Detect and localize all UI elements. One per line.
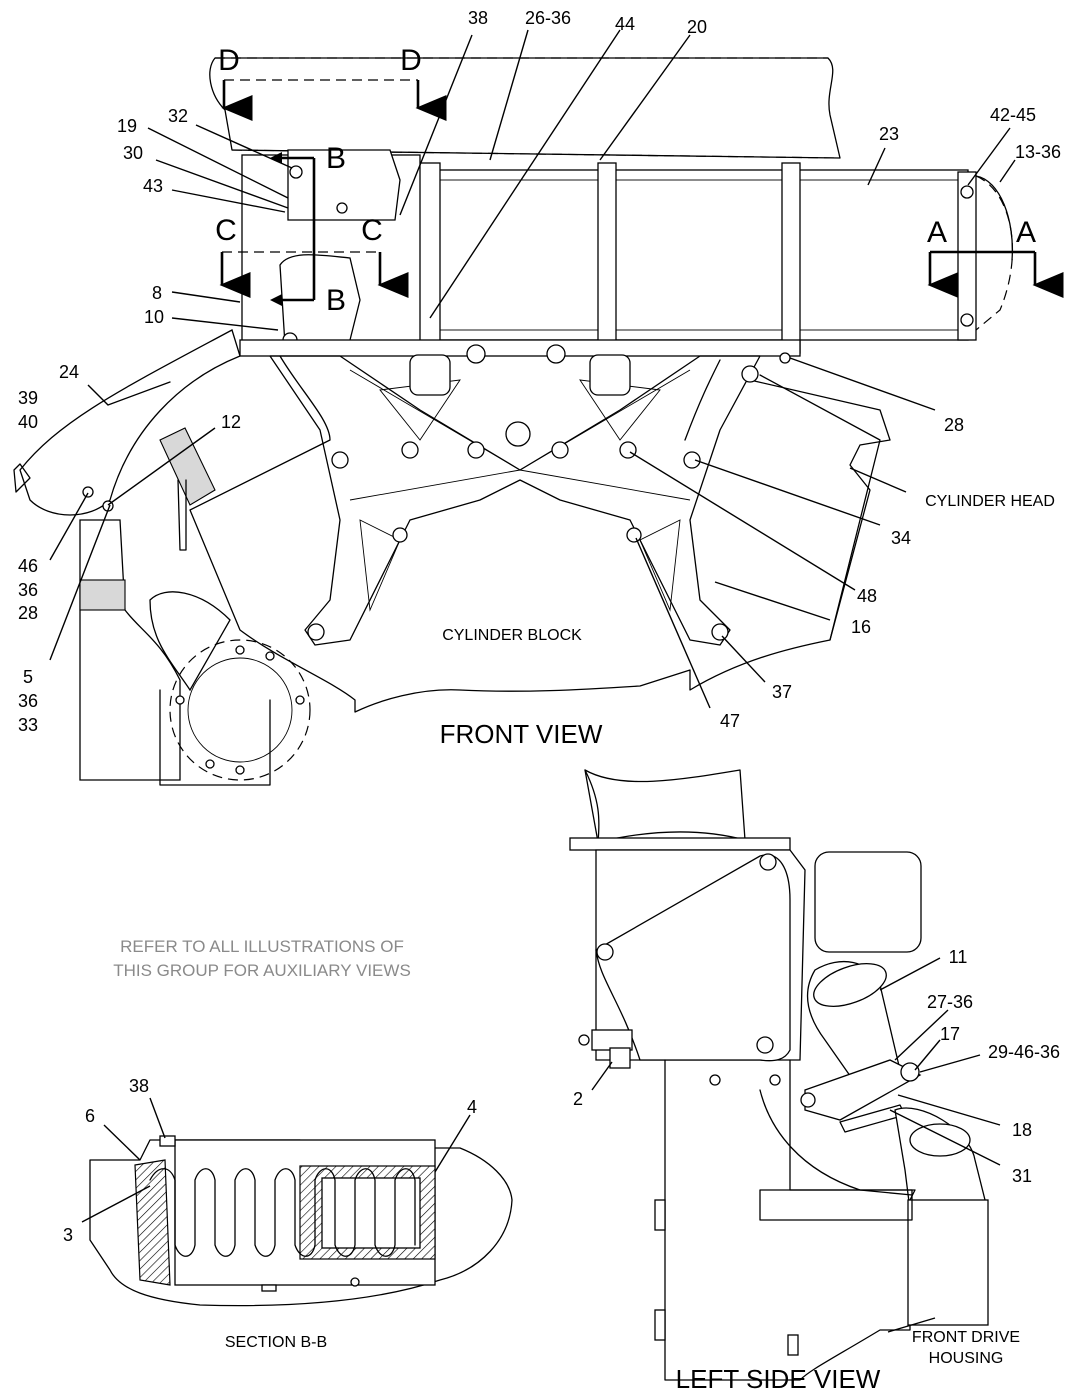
callout-11: 11 <box>949 947 968 967</box>
marker-b-top: B <box>326 142 346 175</box>
callout-31: 31 <box>1012 1166 1032 1186</box>
callout-4: 4 <box>467 1097 477 1117</box>
callout-28a: 28 <box>18 603 38 623</box>
marker-b-bottom: B <box>326 284 346 317</box>
label-cylinder-block: CYLINDER BLOCK <box>442 627 582 644</box>
label-cylinder-head: CYLINDER HEAD <box>925 493 1055 510</box>
section-line-d <box>221 79 447 121</box>
strap <box>781 162 801 354</box>
callout-labels: 38 26-36 44 20 23 42-45 13-36 32 19 30 4… <box>18 8 1061 1245</box>
callout-47: 47 <box>720 711 740 731</box>
callout-37: 37 <box>772 682 792 702</box>
side-accessory-box <box>814 851 922 953</box>
callout-42-45: 42-45 <box>990 105 1036 125</box>
callout-48: 48 <box>857 586 877 606</box>
callout-24: 24 <box>59 362 79 382</box>
callout-12: 12 <box>221 412 241 432</box>
callout-17: 17 <box>940 1024 960 1044</box>
note-line-1: REFER TO ALL ILLUSTRATIONS OF <box>120 937 404 956</box>
callout-16: 16 <box>851 617 871 637</box>
marker-c-right: C <box>361 214 383 247</box>
upper-housing-outline <box>209 57 841 159</box>
title-front-view: FRONT VIEW <box>440 719 603 749</box>
callout-44: 44 <box>615 14 635 34</box>
callout-2: 2 <box>573 1089 583 1109</box>
cover-plate <box>595 854 791 1062</box>
front-drive-opening <box>169 639 311 781</box>
aftercooler-tube <box>419 169 969 341</box>
callout-33: 33 <box>18 715 38 735</box>
callout-46: 46 <box>18 556 38 576</box>
side-flange-top <box>569 837 791 851</box>
note-line-2: THIS GROUP FOR AUXILIARY VIEWS <box>113 961 411 980</box>
seal-ring <box>134 1159 171 1286</box>
callout-38b: 38 <box>129 1076 149 1096</box>
section-marker-letters: D D B B C C A A <box>215 44 1036 317</box>
base-plate <box>239 339 801 357</box>
callout-8: 8 <box>152 283 162 303</box>
callout-19: 19 <box>117 116 137 136</box>
section-b-b <box>89 1135 513 1307</box>
callout-20: 20 <box>687 17 707 37</box>
callout-23: 23 <box>879 124 899 144</box>
leader-lines <box>49 29 1016 1333</box>
marker-d-right: D <box>400 44 422 77</box>
left-side-view <box>569 769 989 1381</box>
section-line-b <box>270 152 316 306</box>
callout-3: 3 <box>63 1225 73 1245</box>
callout-38: 38 <box>468 8 488 28</box>
callout-36b: 36 <box>18 691 38 711</box>
callout-13-36: 13-36 <box>1015 142 1061 162</box>
front-drive-housing <box>907 1199 989 1326</box>
callout-26-36: 26-36 <box>525 8 571 28</box>
side-upper-pipe <box>584 769 746 843</box>
callout-34: 34 <box>891 528 911 548</box>
front-view <box>13 57 1064 786</box>
title-section-b-b: SECTION B-B <box>225 1334 327 1351</box>
callout-29-46-36: 29-46-36 <box>988 1042 1060 1062</box>
label-housing: HOUSING <box>929 1350 1004 1367</box>
callout-40: 40 <box>18 412 38 432</box>
support-bracket <box>269 355 761 646</box>
section-housing <box>89 1139 513 1307</box>
strap <box>417 162 441 354</box>
callout-28b: 28 <box>944 415 964 435</box>
cylinder-head <box>749 379 891 641</box>
marker-a-right: A <box>1016 216 1036 249</box>
callout-18: 18 <box>1012 1120 1032 1140</box>
callout-30: 30 <box>123 143 143 163</box>
section-line-a <box>927 250 1064 298</box>
callout-36a: 36 <box>18 580 38 600</box>
label-front-drive: FRONT DRIVE <box>912 1329 1020 1346</box>
callout-43: 43 <box>143 176 163 196</box>
cylinder-block-outline <box>189 355 881 713</box>
title-left-side-view: LEFT SIDE VIEW <box>676 1364 881 1394</box>
callout-6: 6 <box>85 1106 95 1126</box>
section-line-c <box>219 251 409 298</box>
marker-c-left: C <box>215 214 237 247</box>
water-pipe <box>19 329 241 516</box>
marker-d-left: D <box>218 44 240 77</box>
callout-10: 10 <box>144 307 164 327</box>
strap <box>597 162 617 354</box>
right-flange <box>957 171 977 341</box>
spring <box>149 1168 416 1257</box>
callout-32: 32 <box>168 106 188 126</box>
callout-5: 5 <box>23 667 33 687</box>
marker-a-left: A <box>927 216 947 249</box>
fitting <box>591 1029 633 1051</box>
callout-27-36: 27-36 <box>927 992 973 1012</box>
view-labels: CYLINDER BLOCK CYLINDER HEAD FRONT VIEW … <box>113 493 1055 1394</box>
callout-39: 39 <box>18 388 38 408</box>
